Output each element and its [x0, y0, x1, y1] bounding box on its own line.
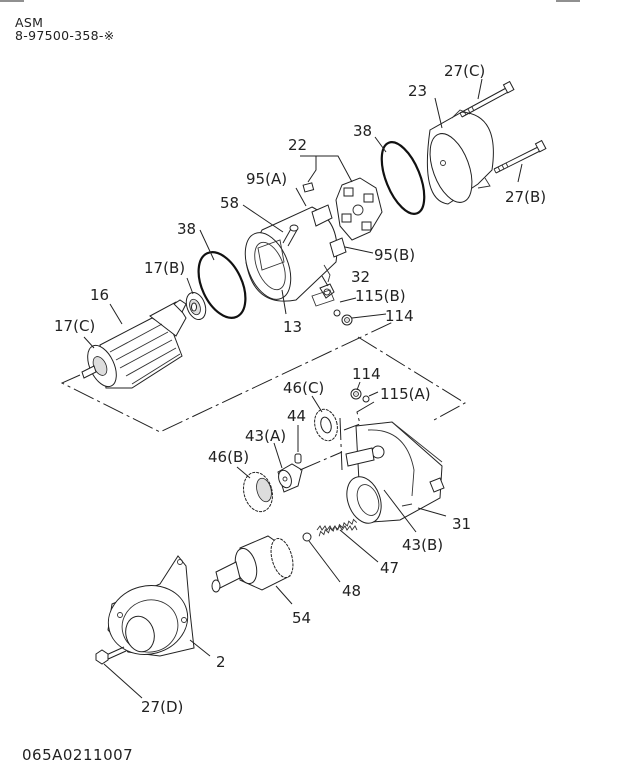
part-spring-47[interactable]	[316, 518, 358, 537]
assembly-label: ASM	[15, 15, 44, 30]
label-54: 54	[292, 609, 311, 627]
part-bolt-27d[interactable]	[95, 646, 127, 665]
part-washer-115a[interactable]	[362, 395, 370, 403]
label-115a: 115(A)	[380, 385, 431, 403]
label-114-lower: 114	[352, 365, 381, 383]
label-43a: 43(A)	[245, 427, 286, 445]
part-terminal-58[interactable]	[282, 224, 299, 247]
leader-lines	[83, 78, 523, 699]
label-115b: 115(B)	[355, 287, 406, 305]
part-bolt-27c[interactable]	[459, 80, 515, 118]
part-armature[interactable]	[81, 299, 187, 391]
label-31: 31	[452, 515, 471, 533]
label-17b: 17(B)	[144, 259, 185, 277]
label-95a: 95(A)	[246, 170, 287, 188]
label-16: 16	[90, 286, 109, 304]
part-o-ring-38-upper[interactable]	[373, 136, 433, 219]
label-44: 44	[287, 407, 306, 425]
label-27b: 27(B)	[505, 188, 546, 206]
label-58: 58	[220, 194, 239, 212]
part-bearing-17b[interactable]	[183, 290, 209, 322]
label-13: 13	[283, 318, 302, 336]
part-bearing-43a[interactable]	[276, 463, 303, 493]
part-o-ring-38-lower[interactable]	[189, 245, 255, 325]
part-lead-wire-32[interactable]	[311, 283, 335, 307]
label-46b: 46(B)	[208, 448, 249, 466]
part-labels: 27(C) 23 27(B) 22 38 95(A) 58 95(B) 38 3…	[54, 62, 546, 716]
label-95b: 95(B)	[374, 246, 415, 264]
label-17c: 17(C)	[54, 317, 95, 335]
part-pin-44[interactable]	[294, 453, 302, 464]
label-27d: 27(D)	[141, 698, 183, 716]
part-gear-46b[interactable]	[239, 469, 276, 515]
dashed-assembly-line-right	[357, 336, 466, 421]
diagram-code: 065A0211007	[22, 746, 134, 764]
label-32: 32	[351, 268, 370, 286]
label-22: 22	[288, 136, 307, 154]
label-48: 48	[342, 582, 361, 600]
part-nut-114-upper[interactable]	[341, 314, 353, 326]
part-brush-95a[interactable]	[302, 182, 315, 193]
part-front-housing[interactable]	[101, 555, 196, 663]
label-27c: 27(C)	[444, 62, 485, 80]
part-yoke[interactable]	[236, 204, 347, 306]
dashed-assembly-line-left	[60, 321, 394, 433]
part-brush-holder[interactable]	[335, 177, 383, 241]
assembly-part-number: 8-97500-358-※	[15, 28, 115, 43]
part-washer-115b[interactable]	[333, 309, 341, 317]
label-2: 2	[216, 653, 226, 671]
part-nut-114-lower[interactable]	[350, 388, 362, 400]
part-ball-48[interactable]	[302, 532, 312, 542]
label-46c: 46(C)	[283, 379, 324, 397]
part-rear-cover[interactable]	[422, 109, 494, 208]
part-pinion-clutch[interactable]	[211, 535, 297, 593]
part-gear-46c[interactable]	[311, 407, 343, 471]
label-38-lower: 38	[177, 220, 196, 238]
label-43b: 43(B)	[402, 536, 443, 554]
assembly-header: ASM 8-97500-358-※	[15, 16, 114, 42]
dashed-shaft-line	[299, 451, 343, 471]
label-38-upper: 38	[353, 122, 372, 140]
dashed-bolt-line	[343, 401, 375, 431]
label-47: 47	[380, 559, 399, 577]
label-23: 23	[408, 82, 427, 100]
part-magnetic-switch[interactable]	[341, 421, 445, 528]
part-bolt-27b[interactable]	[493, 139, 547, 174]
label-114-upper: 114	[385, 307, 414, 325]
